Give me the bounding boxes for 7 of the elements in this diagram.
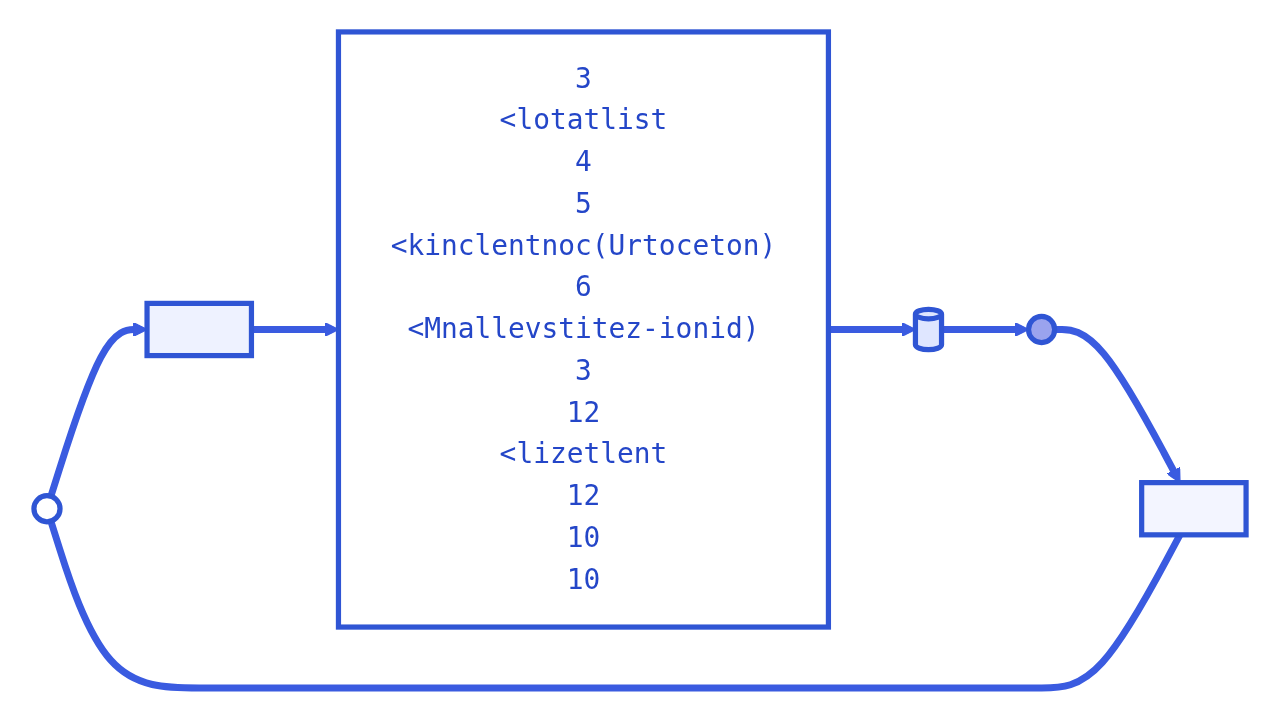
connector: [47, 520, 1183, 692]
node-box: [144, 300, 255, 359]
node-cylinder: [912, 306, 945, 353]
node-box: [1139, 480, 1249, 538]
node-circle: [31, 493, 63, 525]
node-box: 3 <lotatlist 4 5 <kinclentnoc(Urtoceton) 6 <Mnallevstitez-ionid) 3 12 <lizetlent 12 10 10: [335, 29, 832, 630]
node-circle: [1025, 313, 1058, 346]
